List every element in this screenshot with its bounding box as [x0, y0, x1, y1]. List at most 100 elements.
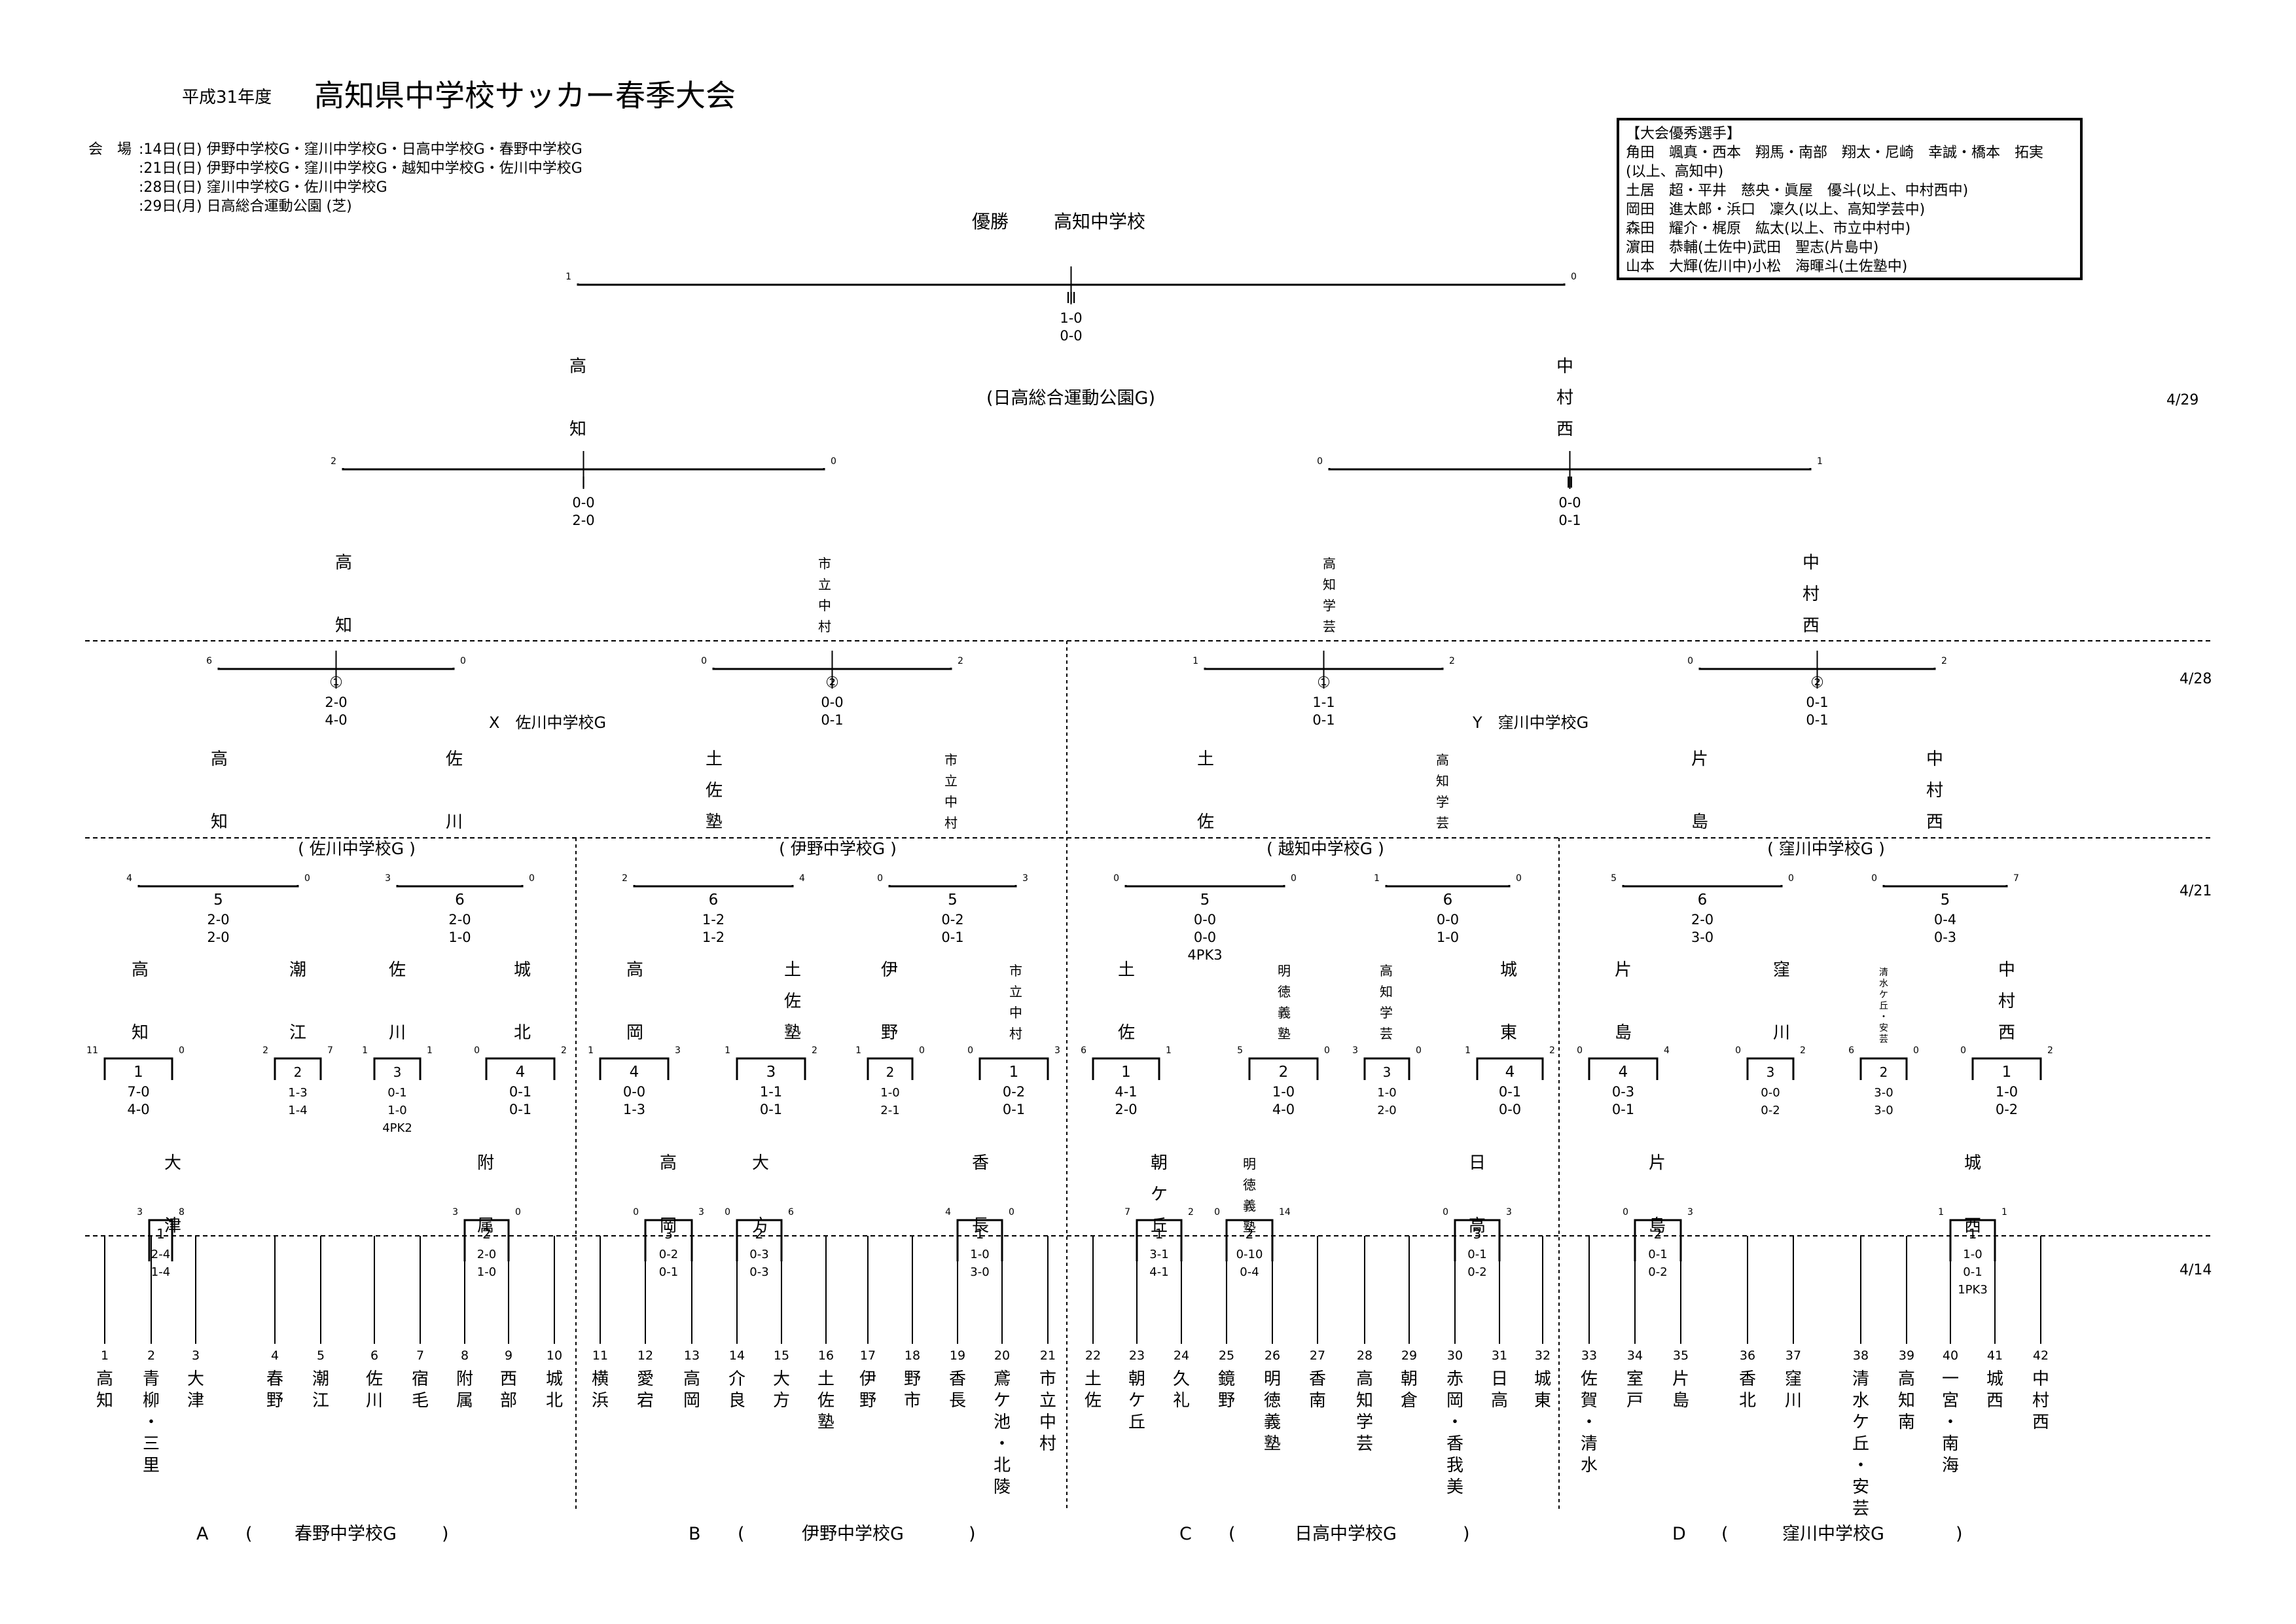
team-seed-number: 16 [818, 1348, 834, 1363]
team-name-char: 池 [994, 1413, 1011, 1432]
seed-right: 3 [675, 1045, 681, 1056]
seed-left: 0 [1687, 656, 1693, 666]
advancing-team: 市立中村 [1009, 963, 1022, 1041]
team-name-char: 室 [1626, 1369, 1643, 1389]
match-number: Ⅲ [1066, 290, 1077, 307]
team-name-char: 村 [2032, 1391, 2049, 1411]
team-name-char: 日 [1491, 1369, 1508, 1389]
seed-right: 2 [1549, 1045, 1555, 1056]
team-seed-number: 18 [905, 1348, 920, 1363]
team-8: 8附属 [456, 1236, 473, 1411]
advancing-team: 高知 [335, 553, 352, 636]
match-number: 2 [755, 1226, 764, 1242]
advancing-team: 片島 [1649, 1153, 1666, 1236]
match-number: 5 [1200, 892, 1210, 909]
r3-venue-b: ( 伊野中学校G ) [779, 839, 897, 858]
match-score: 1-0 [1963, 1248, 1982, 1261]
seed-left: 2 [622, 873, 628, 884]
seed-left: 0 [474, 1045, 480, 1056]
team-6: 6佐川 [366, 1236, 383, 1411]
team-name-char: 青 [143, 1369, 160, 1389]
block-paren-open: ( [1721, 1524, 1729, 1544]
match-score: 1-3 [623, 1102, 645, 1117]
match-score: 7-0 [127, 1084, 149, 1100]
match-bracket-line [1385, 885, 1511, 888]
block-venue: 伊野中学校G [802, 1524, 904, 1544]
match-number: 2 [1279, 1064, 1289, 1081]
match-score: 0-1 [1648, 1248, 1667, 1261]
advancing-team-char: 佐 [1118, 1023, 1135, 1043]
advancing-team-char: 義 [1243, 1198, 1256, 1214]
match-score: 2-1 [880, 1104, 899, 1117]
seed-right: 2 [561, 1045, 567, 1056]
match-score: 0-0 [821, 695, 843, 710]
advancing-team-char: 塾 [1243, 1219, 1256, 1235]
team-name-char: ・ [1446, 1413, 1463, 1432]
team-name-char: 丘 [1852, 1434, 1869, 1454]
advancing-team-char: 佐 [706, 781, 723, 801]
team-seed-number: 28 [1357, 1348, 1372, 1363]
final-venue-note: (日高総合運動公園G) [986, 388, 1155, 408]
match-score: 0-1 [509, 1102, 531, 1117]
advancing-team-char: 岡 [660, 1216, 677, 1236]
team-name-char: 佐 [817, 1391, 834, 1411]
match-score: 0-0 [623, 1084, 645, 1100]
team-name-char: 塾 [817, 1413, 834, 1432]
team-seed-number: 32 [1535, 1348, 1551, 1363]
match-bracket-line [888, 885, 1017, 888]
seed-right: 0 [1009, 1207, 1014, 1218]
match-bracket-line [1588, 1057, 1659, 1080]
match-number: 1 [1155, 1226, 1164, 1242]
advancing-team: 潮江 [289, 960, 306, 1043]
advancing-team: 高知 [211, 749, 228, 832]
match-score: 0-2 [1467, 1265, 1486, 1279]
match-score: 0-2 [1761, 1104, 1780, 1117]
advancing-team: 朝ケ丘 [1151, 1153, 1168, 1236]
team-seed-number: 25 [1219, 1348, 1234, 1363]
match-number: 3 [766, 1064, 776, 1081]
advancing-team-char: 高 [1469, 1216, 1486, 1236]
seed-left: 1 [855, 1045, 861, 1056]
block-paren-open: ( [738, 1524, 745, 1544]
team-name-char: 芸 [1356, 1434, 1373, 1454]
team-name-char: 大 [187, 1369, 204, 1389]
team-name-char: 美 [1446, 1477, 1463, 1497]
advancing-team-char: 義 [1278, 1005, 1291, 1020]
team-seed-number: 1 [101, 1348, 109, 1363]
advancing-team-char: 西 [1926, 812, 1943, 832]
match-score: 1-0 [1437, 929, 1459, 945]
team-name-char: 知 [96, 1391, 113, 1411]
team-seed-number: 9 [505, 1348, 512, 1363]
match-score: 1-0 [477, 1265, 496, 1279]
advancing-team-char: 立 [944, 773, 958, 789]
advancing-team-char: 附 [477, 1153, 494, 1173]
team-seed-number: 23 [1129, 1348, 1145, 1363]
seed-right: 0 [304, 873, 310, 884]
advancing-team: 高知学芸 [1380, 963, 1393, 1041]
advancing-team-char: 大 [752, 1153, 769, 1173]
match-number: 3 [664, 1226, 673, 1242]
venue-label: 会 場 [88, 141, 132, 158]
venue-line-2: :21日(日) 伊野中学校G・窪川中学校G・越知中学校G・佐川中学校G [139, 160, 583, 177]
team-name-char: 水 [1852, 1391, 1869, 1411]
advancing-team-char: 西 [1998, 1023, 2015, 1043]
match-number: 2 [294, 1064, 302, 1080]
team-name-char: 江 [312, 1391, 329, 1411]
match-number: 4 [516, 1064, 526, 1081]
advancing-team-char: 水 [1879, 979, 1888, 989]
advancing-team-char: 芸 [1380, 1026, 1393, 1041]
advancing-team-char: 伊 [881, 960, 898, 980]
advancing-team: 高知 [569, 357, 586, 439]
advancing-team-char: 土 [706, 749, 723, 769]
match-bracket-line [1746, 1057, 1795, 1080]
block-paren-close: ) [442, 1524, 449, 1544]
advancing-team: 城西 [1964, 1153, 1981, 1236]
team-seed-number: 17 [860, 1348, 876, 1363]
